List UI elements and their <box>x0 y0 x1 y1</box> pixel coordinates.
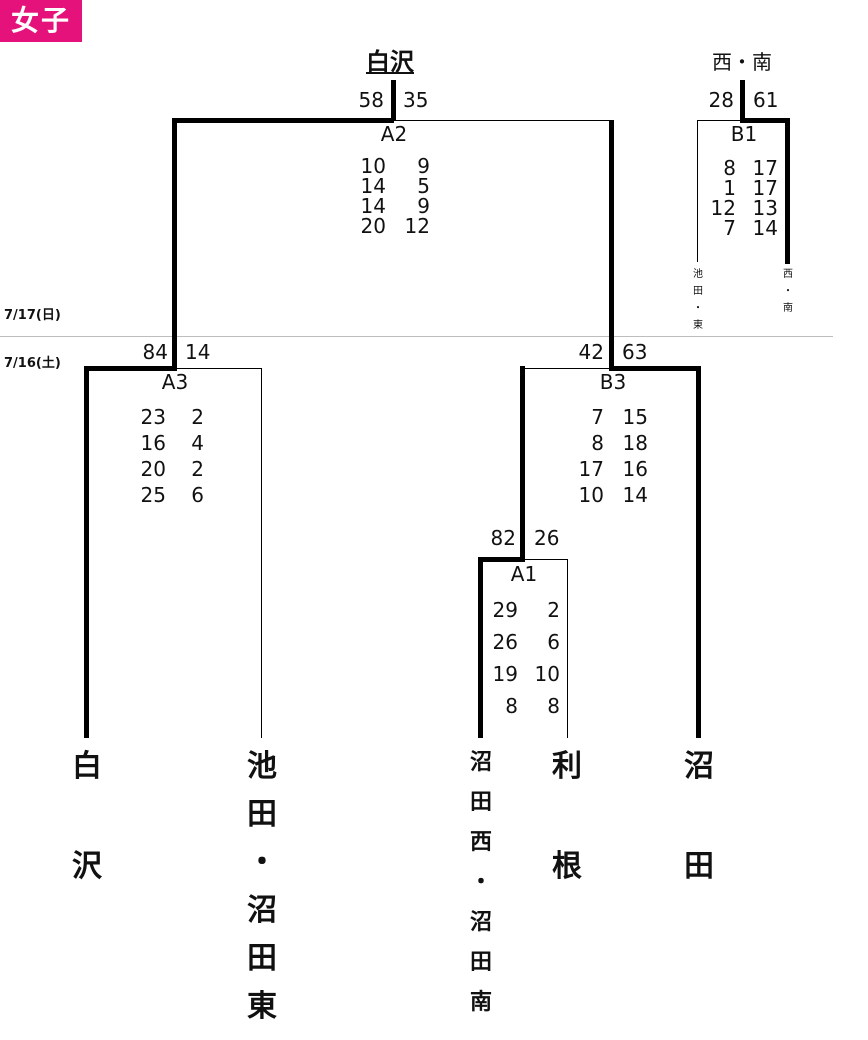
b3-left-drop <box>520 366 525 560</box>
a2-left-drop <box>172 118 177 368</box>
team-tone: 利 根 <box>552 749 582 884</box>
team-numata: 沼 田 <box>684 749 714 884</box>
team-numata-nishi-minami: 沼田 西・ 沼田 南 <box>469 750 492 1015</box>
b1-code: B1 <box>730 122 758 146</box>
a3-right-total: 14 <box>185 340 211 364</box>
date-day2: 7/17(日) <box>4 308 61 323</box>
b1-left-branch <box>697 120 743 121</box>
date-day1: 7/16(土) <box>4 356 61 371</box>
b1-winner-label: 西・南 <box>712 50 772 74</box>
b1-left-drop <box>697 120 698 262</box>
a2-code: A2 <box>380 122 408 146</box>
a3-left-total: 84 <box>142 340 168 364</box>
b3-right-total: 63 <box>622 340 648 364</box>
a2-right-branch <box>394 120 612 121</box>
final-stem <box>391 80 396 120</box>
champion-label: 白沢 <box>366 48 414 76</box>
a1-right-drop <box>567 559 568 738</box>
a2-left-branch <box>172 118 394 123</box>
b3-right-branch <box>609 366 701 371</box>
a3-left-branch <box>84 366 177 371</box>
a2-right-total: 35 <box>403 88 429 112</box>
b3-left-total: 42 <box>578 340 604 364</box>
a2-right-drop <box>609 120 614 368</box>
b1-right-branch <box>740 118 790 123</box>
date-divider <box>0 336 833 337</box>
b3-left-corner <box>522 368 526 369</box>
b3-code: B3 <box>599 370 627 394</box>
category-tag: 女子 <box>0 0 82 42</box>
a1-right-total: 26 <box>534 526 560 550</box>
b1-stem <box>740 80 745 120</box>
team-shirasawa: 白 沢 <box>72 749 102 884</box>
a1-left-branch <box>478 557 525 562</box>
team-ikeda-numata-higashi: 池田 ・沼 田東 <box>247 749 277 1024</box>
a3-right-branch <box>175 368 262 369</box>
b1-left-total: 28 <box>708 88 734 112</box>
a1-left-drop <box>478 557 483 738</box>
a1-right-branch <box>523 559 568 560</box>
b3-left-branch <box>524 368 612 369</box>
a1-left-total: 82 <box>490 526 516 550</box>
a3-code: A3 <box>161 370 189 394</box>
a3-right-drop <box>261 368 262 738</box>
a2-left-total: 58 <box>358 88 384 112</box>
b3-right-drop <box>696 366 701 738</box>
b1-right-total: 61 <box>753 88 779 112</box>
b1-right-drop <box>785 118 790 264</box>
b1-right-team: 西・ 南 <box>783 269 793 314</box>
a3-left-drop <box>84 366 89 738</box>
a1-code: A1 <box>510 562 538 586</box>
b1-left-team: 池田 ・東 <box>693 269 703 331</box>
